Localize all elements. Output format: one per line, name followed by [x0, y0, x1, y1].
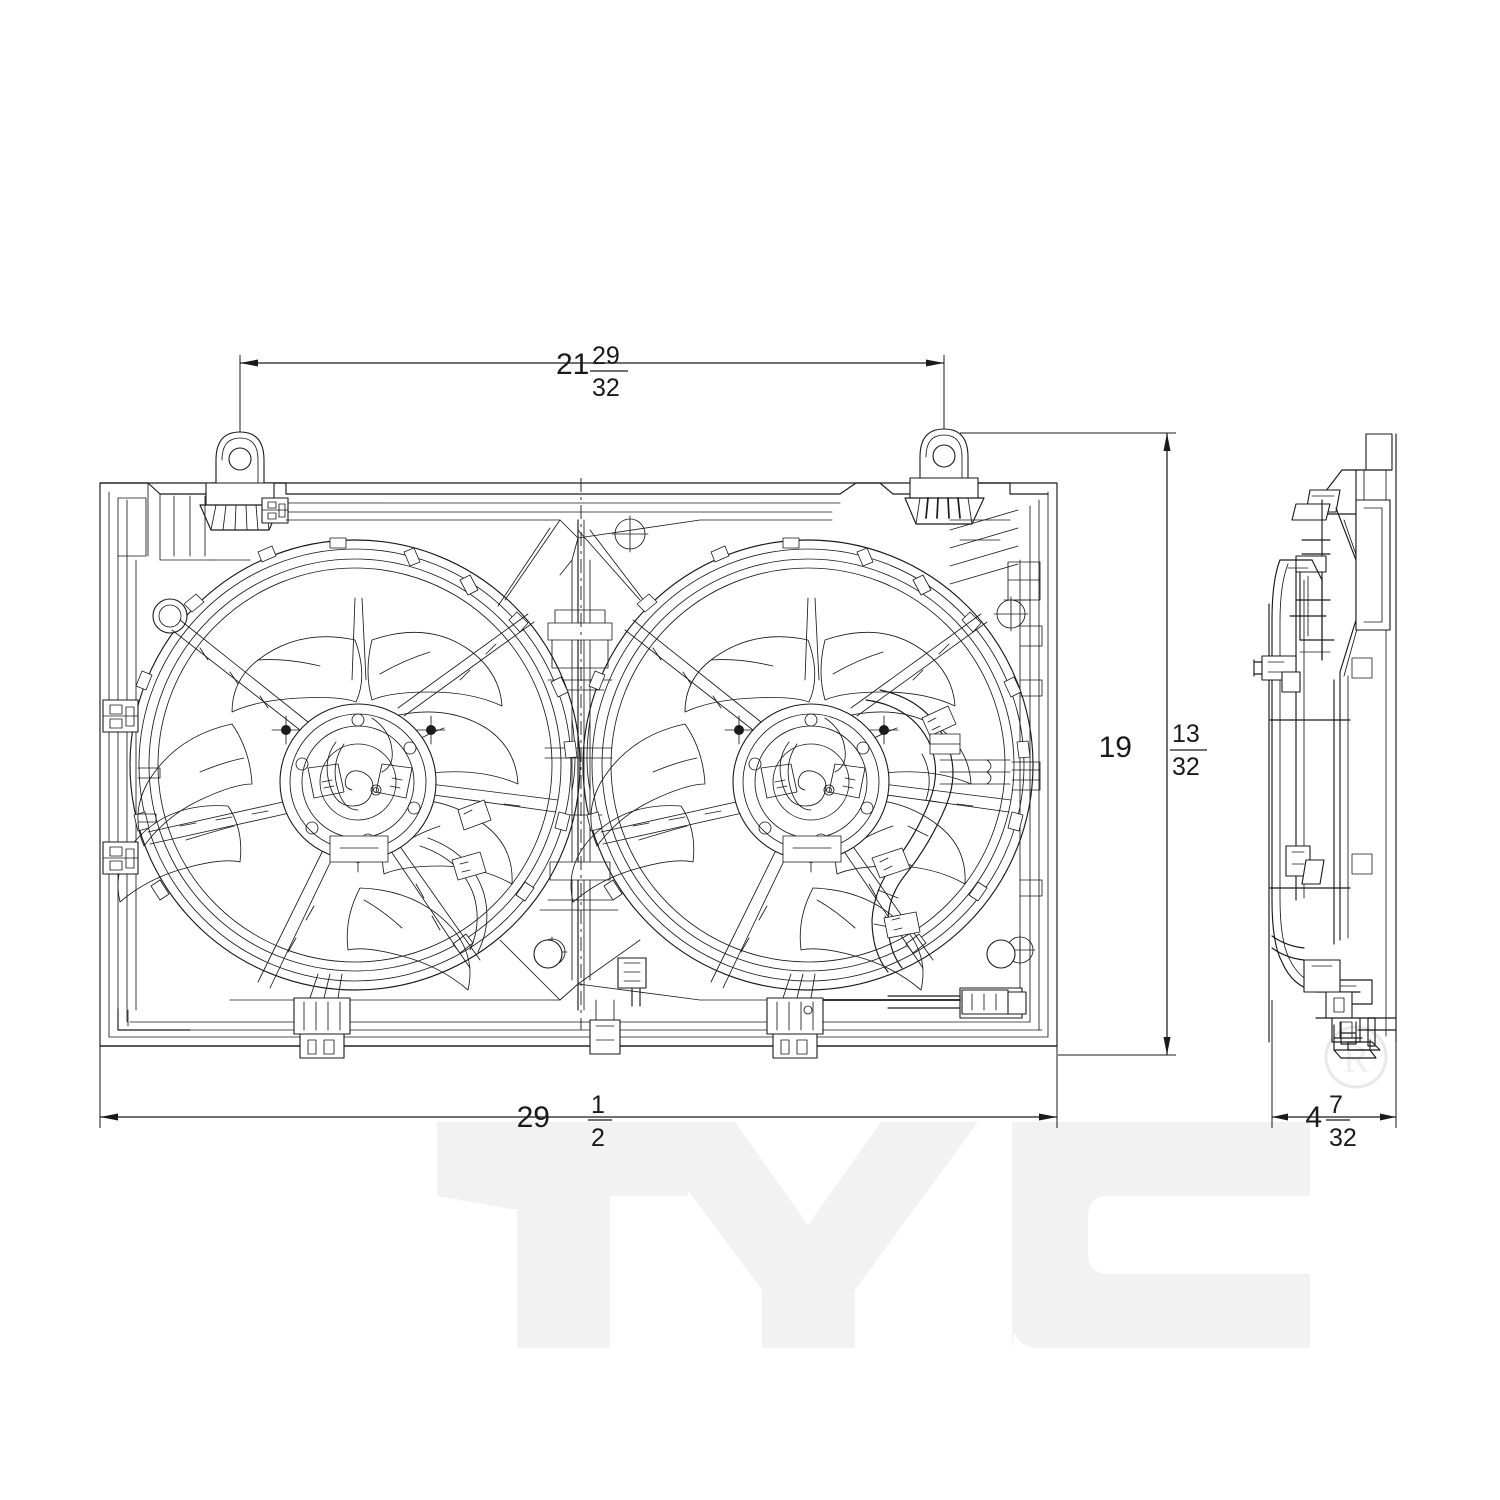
side-bottom-section	[1271, 935, 1397, 1051]
registered-trademark-icon: R	[1324, 1017, 1388, 1089]
frame-clips-left	[102, 699, 161, 875]
dimension-bottom-label: 29 1 2	[517, 1091, 612, 1152]
svg-text:21: 21	[556, 348, 589, 381]
side-window-cutouts	[1351, 657, 1373, 875]
dimension-right-label: 19 13 32	[1099, 720, 1207, 781]
side-fan-profile	[1271, 559, 1349, 963]
fan-hub-support-left	[147, 597, 559, 989]
mounting-feet	[293, 973, 1009, 1059]
shroud-outer-frame	[99, 482, 1058, 1047]
fan-hub-support-right	[600, 597, 1012, 989]
wiring-harness-left	[419, 799, 492, 953]
svg-text:32: 32	[592, 374, 620, 402]
harness-connector-center	[617, 957, 647, 1007]
frame-clip-upper-left	[102, 699, 139, 733]
shroud-ring-tabs-right	[586, 537, 1031, 954]
fan-assembly-right	[570, 537, 1034, 991]
svg-text:13: 13	[1172, 720, 1200, 748]
side-main-body	[1289, 499, 1391, 677]
svg-text:29: 29	[592, 342, 620, 370]
side-view-profile	[1253, 433, 1397, 1051]
front-view-fan-shroud	[99, 428, 1058, 1059]
shroud-center-divider	[539, 478, 619, 1030]
shroud-mid-rib	[939, 759, 1011, 785]
dimension-depth-label: 4 7 32	[1305, 1091, 1357, 1152]
fan-assembly-left	[117, 537, 581, 991]
svg-text:2: 2	[591, 1124, 605, 1152]
shroud-ring-tabs-left	[133, 537, 578, 954]
dimension-top-label: 21 29 32	[556, 342, 628, 402]
frame-rail-right-details	[1007, 561, 1043, 897]
fan-motor-hub-left	[271, 703, 446, 873]
mounting-tab-left	[199, 431, 289, 531]
fan-motor-hub-right	[724, 703, 899, 873]
svg-text:32: 32	[1172, 753, 1200, 781]
mounting-tab-right	[904, 428, 985, 525]
shroud-upper-webbing	[285, 509, 1031, 632]
svg-text:32: 32	[1329, 1124, 1357, 1152]
tyc-watermark	[437, 1122, 1310, 1348]
svg-text:4: 4	[1305, 1101, 1322, 1134]
dimension-bottom-width: 29 1 2	[99, 1046, 1058, 1152]
mounting-foot-right	[766, 973, 824, 1059]
svg-text:19: 19	[1099, 731, 1132, 764]
tab-clip-left	[261, 497, 289, 524]
svg-text:7: 7	[1329, 1091, 1343, 1119]
svg-text:29: 29	[517, 1101, 550, 1134]
svg-text:1: 1	[591, 1091, 605, 1119]
dimension-depth: 4 7 32	[1271, 1000, 1397, 1152]
mounting-foot-center	[589, 999, 621, 1055]
dimension-top-width: 21 29 32	[239, 342, 945, 452]
frame-clip-lower-left	[102, 841, 139, 875]
mounting-foot-far-right	[961, 989, 1009, 1015]
dimension-right-height: 19 13 32	[960, 432, 1207, 1056]
mounting-foot-left	[293, 973, 351, 1059]
side-mount-clips	[1253, 655, 1351, 889]
